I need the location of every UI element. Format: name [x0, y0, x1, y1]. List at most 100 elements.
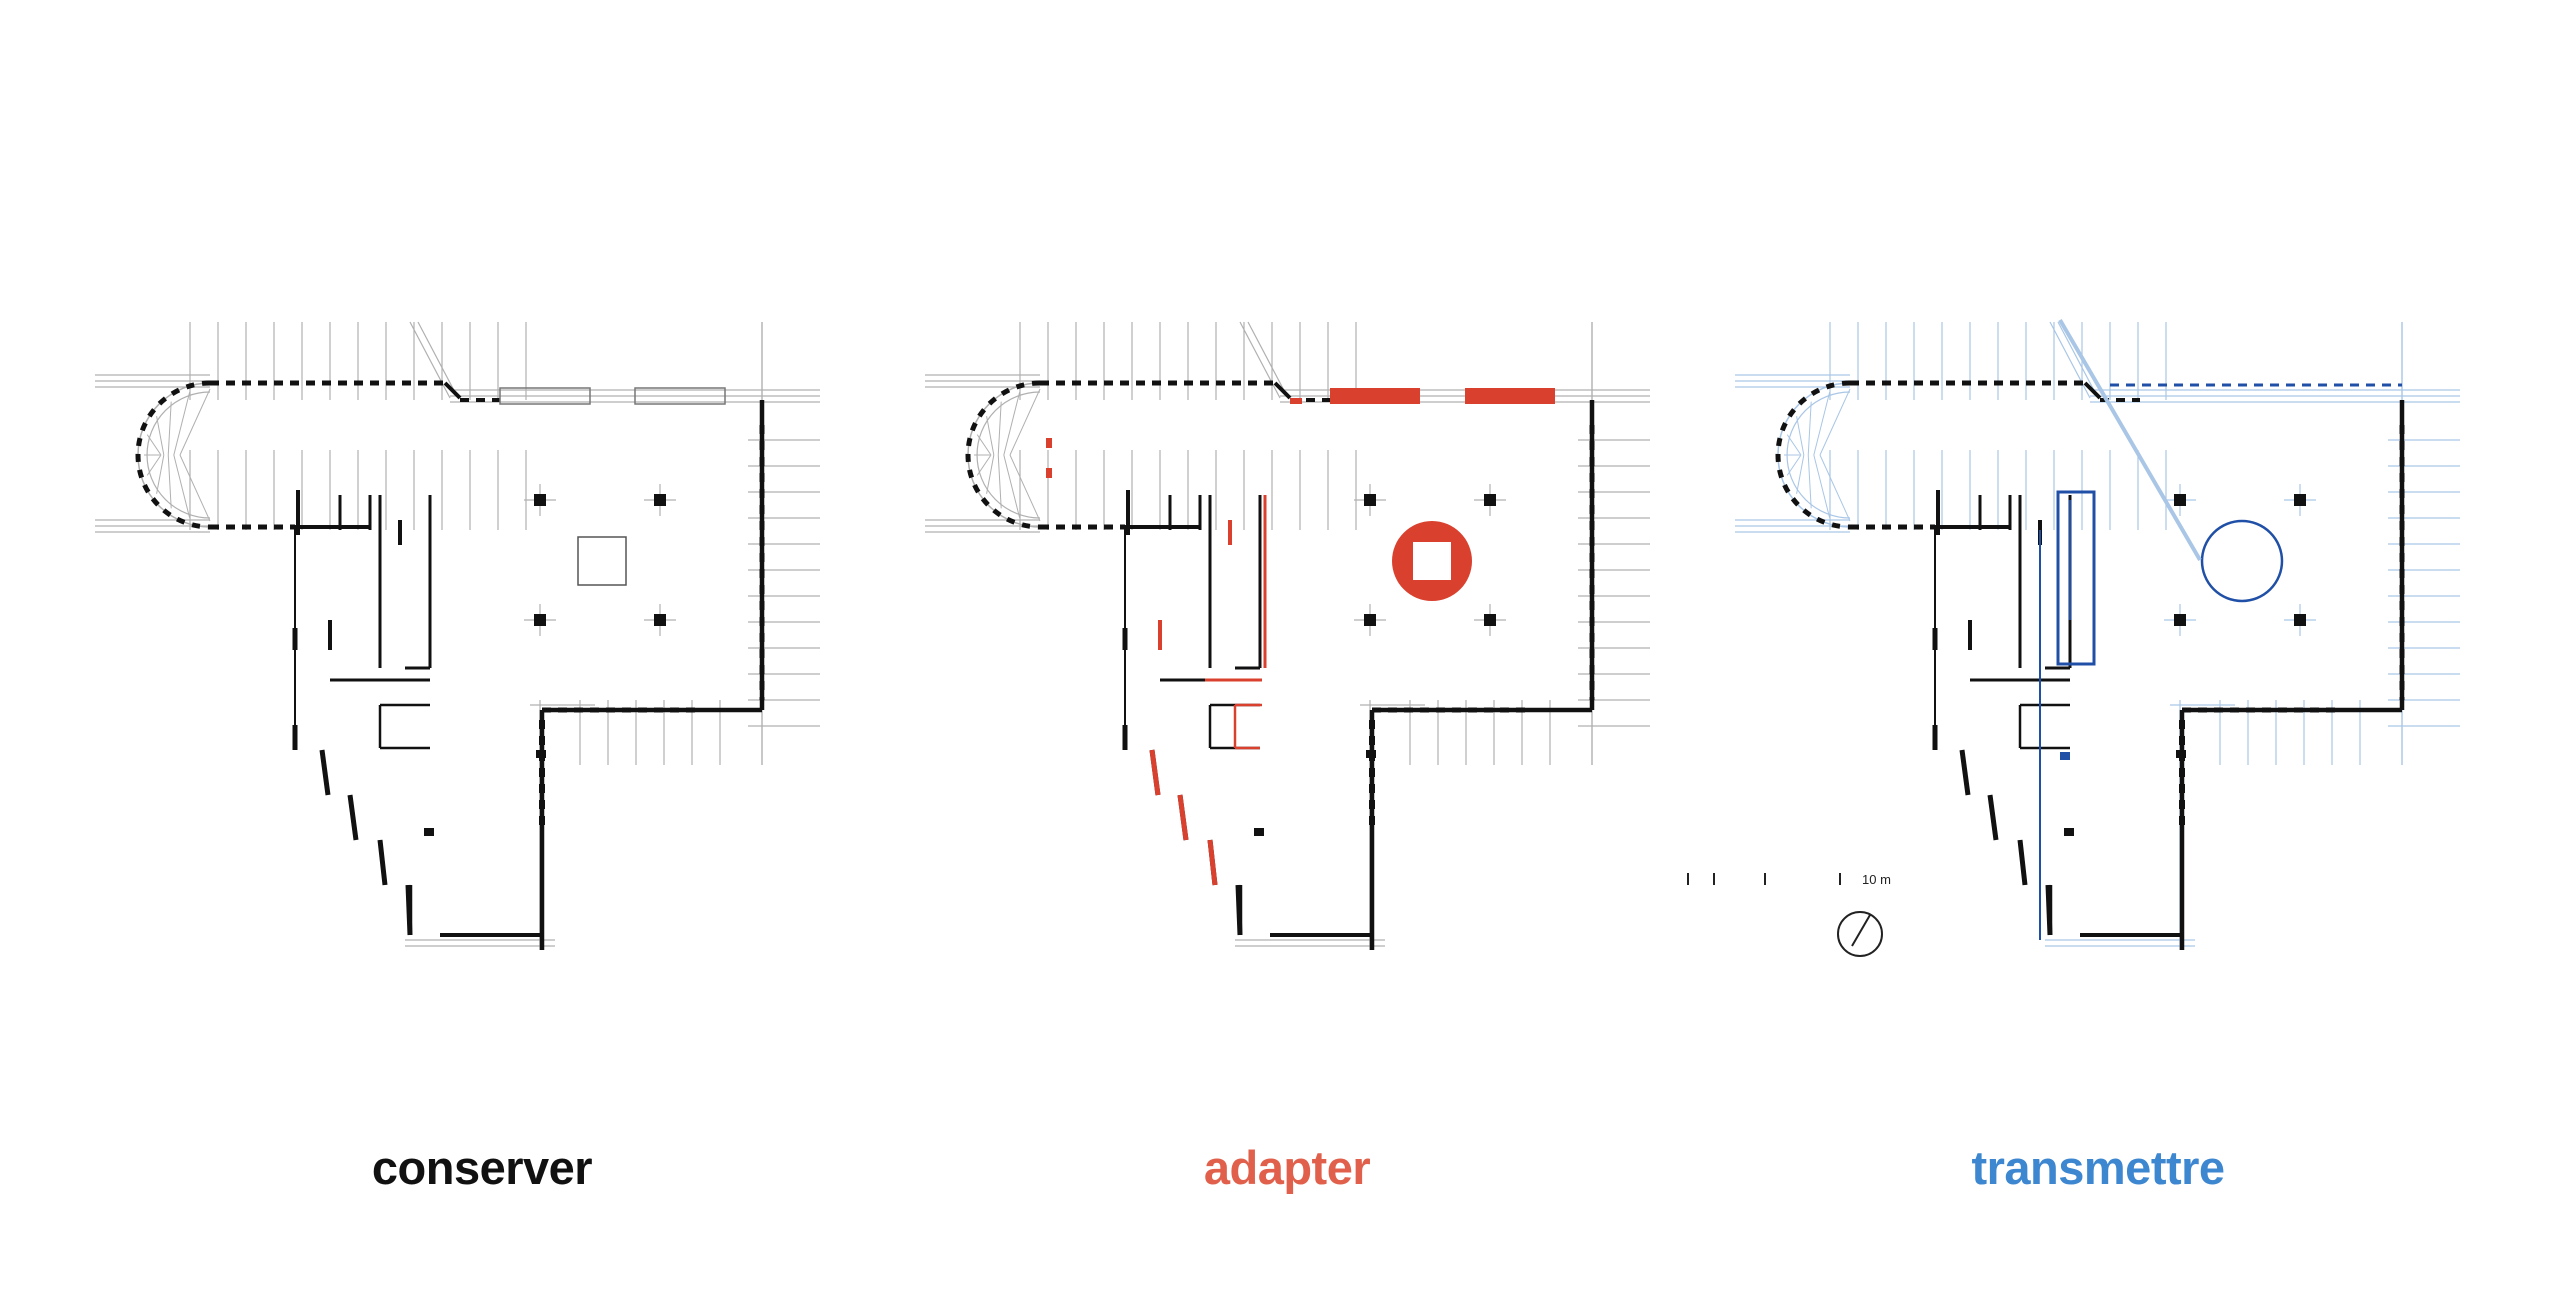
column: [1354, 604, 1386, 636]
wall: [1273, 381, 1292, 400]
structural-grid: [1735, 321, 2460, 950]
stair-tread: [1796, 416, 1805, 456]
apse-stair: [135, 380, 211, 530]
caption-conserver: conserver: [371, 1141, 593, 1194]
stair-tread: [976, 434, 992, 456]
stair-tread: [976, 454, 992, 476]
column-pillar: [1364, 614, 1376, 626]
walls: [1040, 380, 1595, 950]
new-opening: [1046, 468, 1052, 478]
stair-tread: [1807, 401, 1812, 456]
grid-line: [1247, 321, 1289, 399]
skylight: [499, 387, 591, 405]
wall: [377, 839, 388, 886]
grid-line: [1239, 321, 1281, 399]
column-pillar: [1484, 614, 1496, 626]
apse-wall: [1775, 380, 1851, 530]
new-volume: [2056, 490, 2096, 666]
wall: [405, 884, 413, 936]
stair-tread: [1819, 454, 1851, 522]
stair-tread: [1003, 454, 1021, 518]
caption-transmettre: transmettre: [1971, 1141, 2225, 1194]
scale-label: 10 m: [1862, 872, 1891, 887]
structural-grid: [925, 321, 1650, 950]
wall: [2017, 839, 2028, 886]
walls: [1850, 380, 2405, 950]
wall: [1987, 794, 1999, 841]
column: [2164, 604, 2196, 636]
wall: [347, 794, 359, 841]
plan-transmettre: [1735, 318, 2460, 950]
walls: [210, 380, 765, 950]
atrium-ring: [2200, 519, 2284, 603]
stair-tread: [167, 454, 172, 509]
new-opening: [1046, 438, 1052, 448]
grid-line: [2057, 321, 2099, 399]
stair-tread: [1813, 392, 1831, 456]
column: [644, 604, 676, 636]
stair-tread: [1003, 392, 1021, 456]
stair-tread: [179, 388, 211, 456]
stair-tread: [1819, 388, 1851, 456]
apse-wall: [965, 380, 1041, 530]
stair-tread: [173, 392, 191, 456]
column: [1474, 484, 1506, 516]
stair-tread: [1009, 388, 1041, 456]
column-pillar: [2294, 494, 2306, 506]
apse-stair: [965, 380, 1041, 530]
scale-bar: 10 m: [1687, 872, 1891, 887]
stair-tread: [156, 416, 165, 456]
caption-adapter: adapter: [1203, 1141, 1371, 1194]
pillar: [2064, 828, 2074, 836]
stair-tread: [173, 454, 191, 518]
stair-tread: [146, 454, 162, 476]
adapted-wall: [1149, 749, 1161, 796]
adapted-wall: [1207, 839, 1218, 886]
plan-conserver: [95, 321, 820, 950]
column-pillar: [534, 494, 546, 506]
diagonal-link: [2058, 318, 2202, 562]
column-pillar: [654, 614, 666, 626]
column-pillar: [654, 494, 666, 506]
new-opening: [1290, 398, 1302, 404]
skylight: [634, 387, 726, 405]
stair-tread: [1786, 454, 1802, 476]
stair-tread: [1786, 434, 1802, 456]
grid-line: [409, 321, 451, 399]
column: [1474, 604, 1506, 636]
plan-adapter: [925, 321, 1650, 950]
wall: [1959, 749, 1971, 796]
column: [2284, 604, 2316, 636]
pillar: [1366, 750, 1376, 758]
column-pillar: [2174, 494, 2186, 506]
atrium-void: [1413, 542, 1451, 580]
new-pillar: [2060, 752, 2070, 760]
column-pillar: [1484, 494, 1496, 506]
column-pillar: [1364, 494, 1376, 506]
stair-tread: [167, 401, 172, 456]
wall: [2083, 381, 2102, 400]
wall: [319, 749, 331, 796]
stair-tread: [1009, 454, 1041, 522]
apse-stair: [1775, 380, 1851, 530]
stair-tread: [1807, 454, 1812, 509]
column: [2284, 484, 2316, 516]
wall: [2045, 884, 2053, 936]
column-pillar: [2174, 614, 2186, 626]
structural-grid: [95, 321, 820, 950]
stair-tread: [156, 454, 165, 494]
stair-tread: [146, 434, 162, 456]
pillar: [424, 828, 434, 836]
stair-tread: [997, 454, 1002, 509]
apse-wall: [135, 380, 211, 530]
column-pillar: [2294, 614, 2306, 626]
pillar: [1254, 828, 1264, 836]
column: [644, 484, 676, 516]
adapted-wall: [1177, 794, 1189, 841]
wall: [1235, 884, 1243, 936]
north-arrow-icon: [1837, 911, 1883, 957]
stair-tread: [1796, 454, 1805, 494]
column-pillar: [534, 614, 546, 626]
